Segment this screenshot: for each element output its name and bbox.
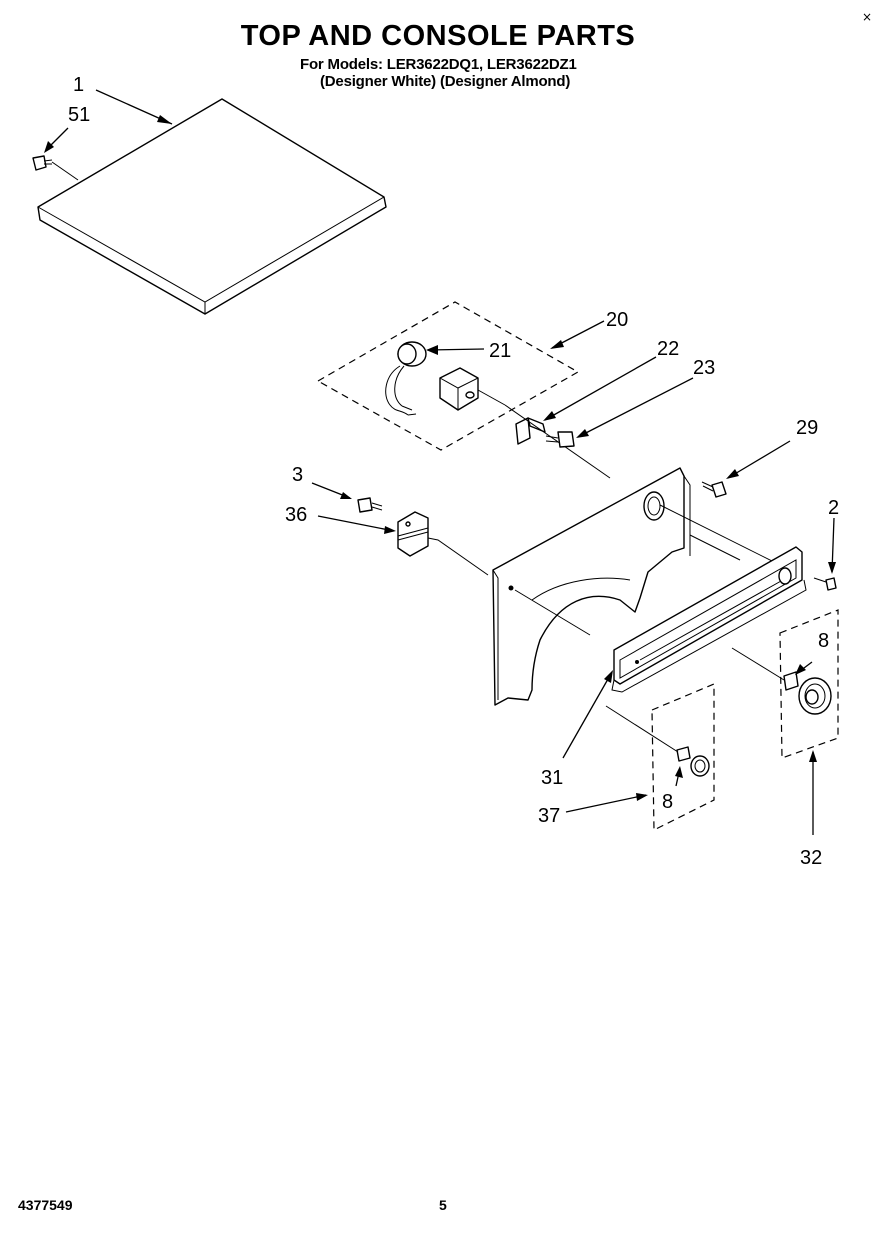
timer-motor-21 — [385, 341, 427, 416]
bracket-22 — [504, 404, 611, 479]
top-panel — [37, 98, 387, 315]
callout-21: 21 — [489, 340, 511, 362]
callout-29: 29 — [796, 417, 818, 439]
screw-23 — [545, 431, 575, 448]
leader-29 — [727, 440, 791, 479]
callout-8-lower: 8 — [662, 791, 673, 813]
leader-31 — [562, 671, 613, 759]
page-title: TOP AND CONSOLE PARTS — [240, 20, 636, 52]
models-line: For Models: LER3622DQ1, LER3622DZ1 — [300, 56, 577, 73]
leader-37 — [565, 794, 647, 813]
page-number: 5 — [439, 1197, 447, 1213]
variants-line: (Designer White) (Designer Almond) — [320, 73, 571, 90]
screw-3 — [357, 497, 383, 513]
callout-32: 32 — [800, 847, 822, 869]
callout-23: 23 — [693, 357, 715, 379]
timer-assembly-dashed-box — [316, 301, 580, 451]
leader-22 — [544, 356, 657, 421]
callout-20: 20 — [606, 309, 628, 331]
screw-29 — [701, 481, 727, 498]
leader-36 — [317, 515, 395, 532]
knob-box-37 — [605, 683, 715, 831]
screw-51 — [32, 155, 79, 181]
callout-2: 2 — [828, 497, 839, 519]
document-number: 4377549 — [18, 1197, 73, 1213]
callout-37: 37 — [538, 805, 560, 827]
callout-36: 36 — [285, 504, 307, 526]
corner-mark: × — [862, 10, 873, 24]
callout-3: 3 — [292, 464, 303, 486]
callout-8-right: 8 — [818, 630, 829, 652]
callout-22: 22 — [657, 338, 679, 360]
knob-box-32 — [731, 609, 839, 759]
bracket-36 — [397, 511, 489, 576]
callout-31: 31 — [541, 767, 563, 789]
console-panel — [492, 467, 791, 706]
callout-1: 1 — [73, 74, 84, 96]
timer-body — [439, 367, 506, 411]
leader-23 — [577, 377, 694, 438]
callout-51: 51 — [68, 104, 90, 126]
control-panel-31 — [611, 546, 807, 693]
screw-2 — [813, 577, 837, 591]
